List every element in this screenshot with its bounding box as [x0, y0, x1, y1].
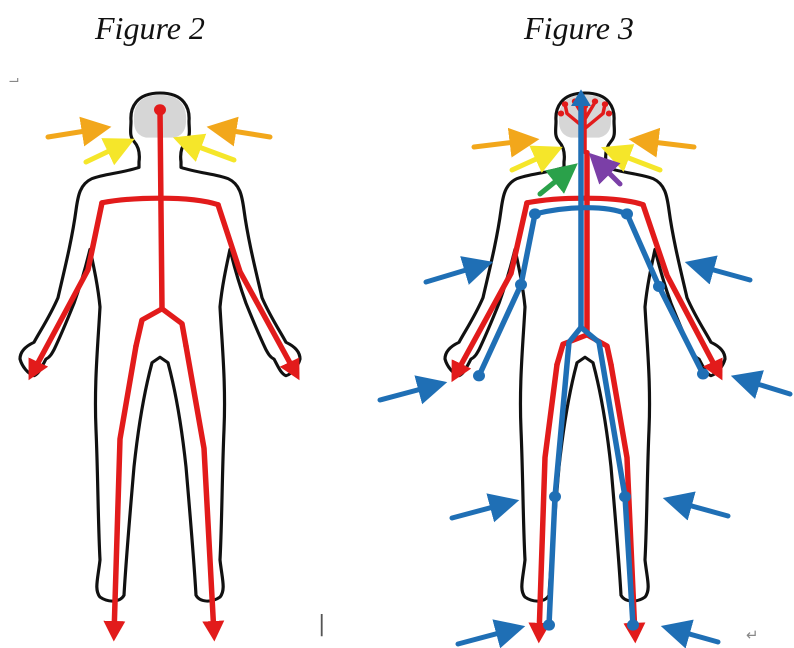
blue-arrow-hand-left [380, 384, 440, 400]
blue-arrow-upper-left [426, 264, 486, 282]
yellow-arrow-right [608, 150, 660, 170]
spinal-cord-line [160, 110, 162, 309]
blue-arrow-foot-left [458, 628, 518, 644]
blue-arrow-leg-right [670, 500, 728, 516]
figure-2 [20, 93, 300, 634]
orange-arrow-left [474, 140, 532, 147]
orange-arrow-right [214, 128, 270, 137]
blue-arrow-foot-right [668, 628, 718, 642]
figure-3 [445, 89, 725, 636]
blue-arrow-hand-right [738, 378, 790, 394]
yellow-arrow-right [180, 140, 234, 160]
yellow-arrow-left [86, 142, 128, 162]
blue-arrow-upper-right [692, 264, 750, 280]
orange-arrow-left [48, 128, 104, 137]
orange-arrow-right [636, 140, 694, 147]
nerve-pathways-red [455, 153, 719, 637]
yellow-arrow-left [512, 150, 556, 170]
blue-arrow-leg-left [452, 502, 512, 518]
